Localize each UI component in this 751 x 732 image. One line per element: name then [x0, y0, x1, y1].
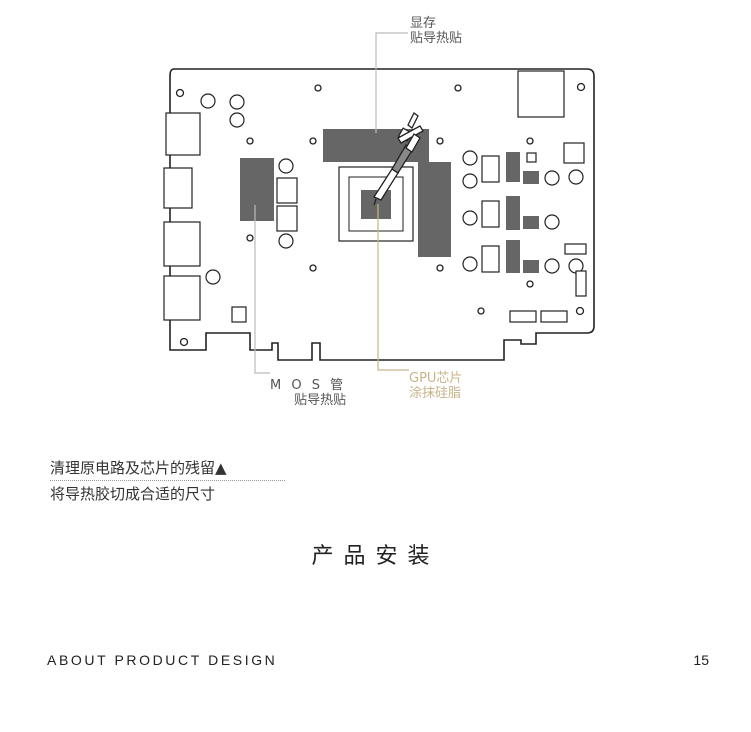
io-port [163, 221, 201, 267]
power-connector [517, 70, 565, 118]
thermal-pads [240, 129, 539, 273]
gpu-callout-line [377, 204, 409, 371]
page-number: 15 [693, 652, 709, 668]
mount-holes [175, 82, 586, 347]
vram-callout-line [375, 32, 408, 133]
syringe-icon [373, 112, 424, 206]
vram-label: 显存 贴导热贴 [410, 16, 463, 46]
mos-label: M O S 管 贴导热贴 [270, 378, 347, 408]
step-2-text: 将导热胶切成合适的尺寸 [50, 485, 216, 503]
capacitors [200, 93, 584, 285]
graphics-card-diagram: 显存 贴导热贴 M O S 管 贴导热贴 GPU芯片 涂抹硅脂 [163, 16, 595, 408]
section-title: 产品安装 [311, 544, 440, 569]
mos-callout-line [254, 205, 270, 374]
footer-title: ABOUT PRODUCT DESIGN [47, 652, 278, 668]
pcb-drawing [163, 32, 595, 374]
io-port [163, 275, 201, 321]
step-1-text: 清理原电路及芯片的残留▲ [50, 459, 227, 477]
gpu-label: GPU芯片 涂抹硅脂 [409, 371, 463, 401]
components [231, 142, 587, 323]
io-port [165, 112, 201, 156]
divider [50, 480, 285, 481]
io-port [163, 167, 193, 209]
